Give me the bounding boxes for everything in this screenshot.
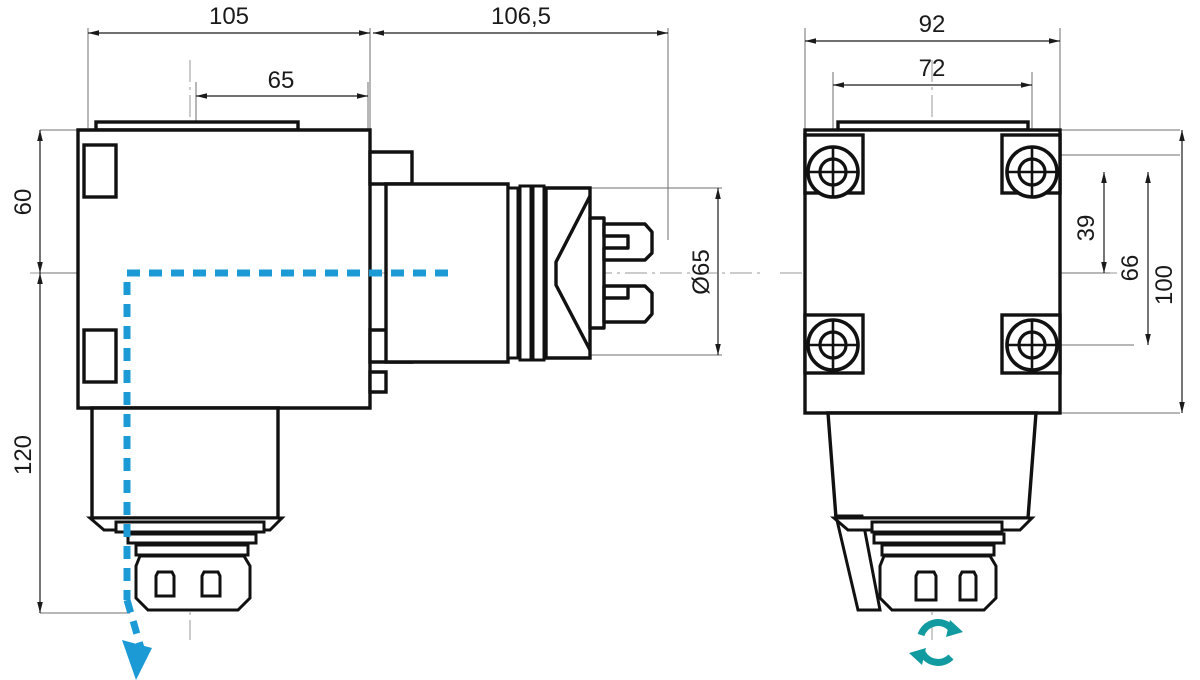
dimension-100-label: 100 xyxy=(1151,265,1178,305)
bolt-hole-top-right xyxy=(1005,145,1059,199)
dimension-39: 39 xyxy=(1073,172,1107,273)
groove-ring-3 xyxy=(531,184,546,362)
rotation-arc-upper xyxy=(917,619,954,637)
lower-column xyxy=(90,406,280,520)
dimension-72: 72 xyxy=(833,55,1032,88)
bolt-hole-bottom-right xyxy=(1005,318,1059,372)
collet-shoulder-band xyxy=(114,520,266,534)
front-view: 92 72 39 66 100 xyxy=(780,11,1185,666)
main-housing xyxy=(76,128,372,410)
front-collet-band xyxy=(870,520,1004,534)
fork-base xyxy=(588,216,606,330)
dimension-66-label: 66 xyxy=(1117,255,1144,282)
front-retaining-ring-2 xyxy=(880,543,996,557)
spindle-nose xyxy=(544,186,592,360)
bolt-holes xyxy=(806,145,1059,372)
front-view-extension-lines xyxy=(804,28,1180,414)
dimension-105-label: 105 xyxy=(209,3,249,30)
dimension-120: 120 xyxy=(10,273,43,613)
housing-left-notches xyxy=(82,143,118,384)
spindle-nose-body xyxy=(544,186,592,360)
wrench-slot-left xyxy=(154,570,176,598)
rotation-arrow-head-lower xyxy=(909,648,926,665)
dimension-66: 66 xyxy=(1117,172,1151,345)
groove-ring-2 xyxy=(518,184,533,362)
dimension-92: 92 xyxy=(805,11,1060,44)
front-collet-nut-body xyxy=(878,554,998,612)
side-view: 105 106,5 65 60 120 Ø65 xyxy=(10,3,760,680)
front-coolant-tube xyxy=(834,514,882,612)
spindle-rotation-icon xyxy=(909,619,963,666)
groove-ring-1 xyxy=(506,186,520,360)
coolant-arrow-head xyxy=(122,640,152,680)
dimension-diameter-65: Ø65 xyxy=(688,188,721,355)
coolant-path-exit xyxy=(123,599,145,649)
dimension-106-5: 106,5 xyxy=(373,3,668,36)
front-lower-column xyxy=(826,411,1038,520)
coolant-channel xyxy=(123,269,448,600)
dimension-diameter-65-label: Ø65 xyxy=(688,249,715,294)
front-lower-column-body xyxy=(826,411,1038,520)
fork-prong-upper xyxy=(602,222,654,262)
bolt-hole-bottom-left xyxy=(806,318,860,372)
dimension-100: 100 xyxy=(1151,130,1185,413)
retaining-ring-1 xyxy=(126,532,258,545)
dimension-120-label: 120 xyxy=(10,435,37,475)
front-retaining-ring-1 xyxy=(872,532,1006,545)
right-step-small xyxy=(368,370,388,394)
drive-fork xyxy=(588,216,654,330)
wrench-slot-right xyxy=(200,570,222,598)
left-notch-lower xyxy=(82,328,118,384)
dimension-92-label: 92 xyxy=(919,11,946,38)
lower-column-body xyxy=(90,406,280,520)
left-notch-upper xyxy=(82,143,118,199)
spindle-ring-grooves xyxy=(506,184,546,362)
rotation-arrow-head-upper xyxy=(946,620,963,637)
right-step-upper xyxy=(368,150,414,186)
coolant-path-internal xyxy=(123,269,448,600)
front-wrench-slot-right xyxy=(958,570,978,602)
dimension-65-label: 65 xyxy=(268,67,295,94)
dimension-65: 65 xyxy=(196,67,368,99)
front-collet-assembly xyxy=(829,516,1036,612)
dimension-60-label: 60 xyxy=(10,189,37,216)
front-wrench-slot-left xyxy=(914,570,938,602)
retaining-ring-2 xyxy=(134,543,250,557)
taper-cone xyxy=(554,195,592,351)
dimension-105: 105 xyxy=(88,3,370,36)
collet-assembly xyxy=(85,516,286,612)
bolt-hole-top-left xyxy=(806,145,860,199)
collet-nut-body xyxy=(134,554,252,612)
dimension-72-label: 72 xyxy=(919,55,946,82)
dimension-39-label: 39 xyxy=(1073,215,1100,242)
dimension-106-5-label: 106,5 xyxy=(491,3,551,30)
dimension-60: 60 xyxy=(10,130,43,273)
fork-prong-lower xyxy=(602,284,654,324)
side-view-body xyxy=(76,120,372,410)
coolant-tube-outline xyxy=(834,514,882,612)
coolant-outlet-arrow xyxy=(123,599,145,649)
